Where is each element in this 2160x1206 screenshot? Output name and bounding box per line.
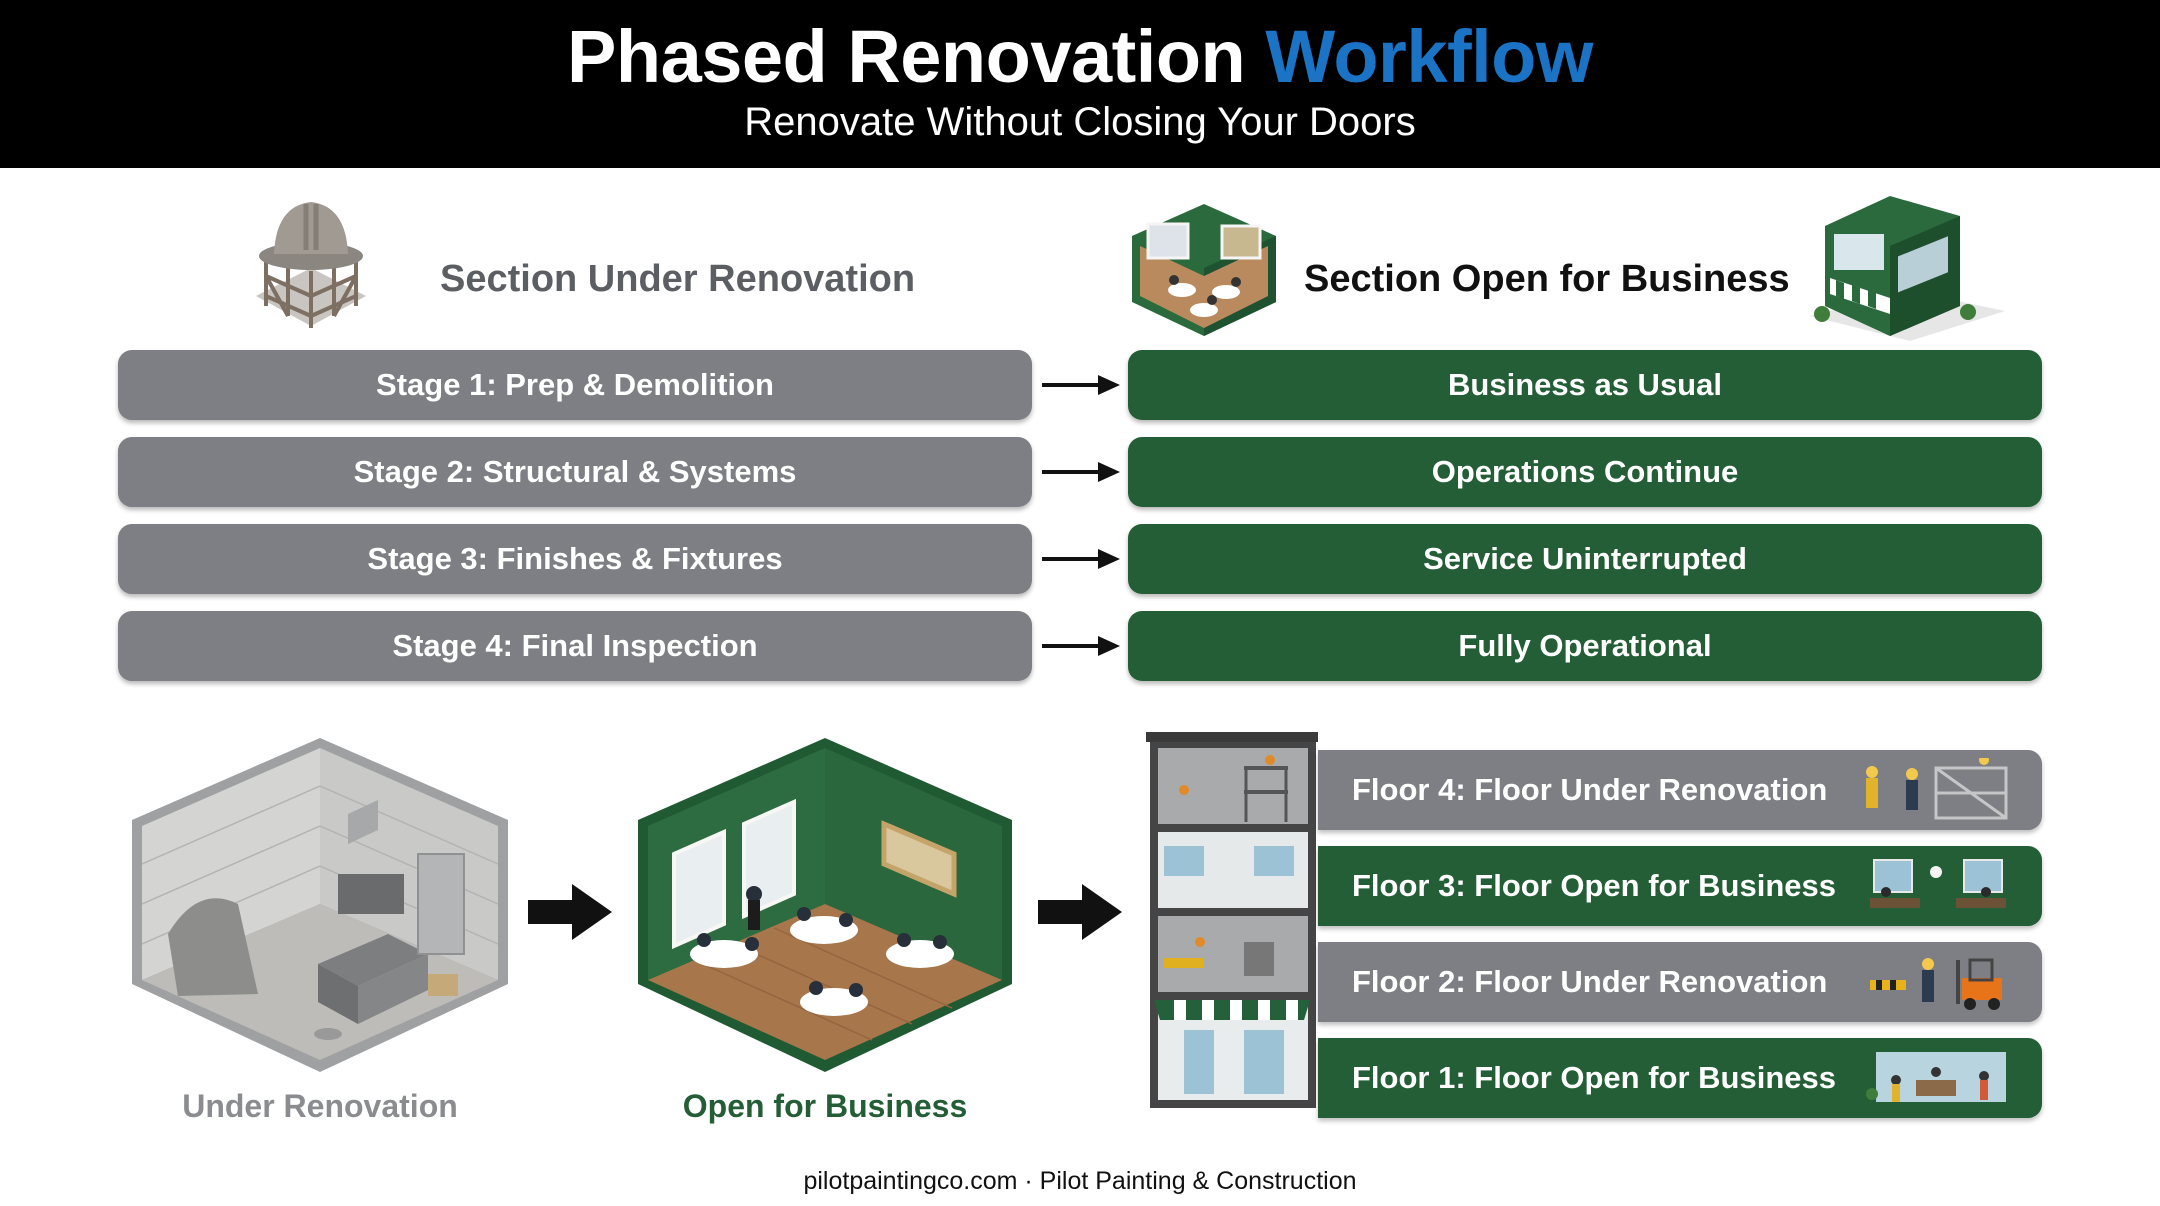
office-icon: [1870, 859, 2006, 908]
stage-4-open: Fully Operational: [1128, 611, 2042, 681]
renovation-caption: Under Renovation: [182, 1088, 458, 1124]
stage-1-renovation: Stage 1: Prep & Demolition: [118, 350, 1032, 420]
floor-2-label: Floor 2: Floor Under Renovation: [1352, 964, 1828, 999]
stage-4-renovation: Stage 4: Final Inspection: [118, 611, 1032, 681]
stage-1-open: Business as Usual: [1128, 350, 2042, 420]
floor-2-row: Floor 2: Floor Under Renovation: [1318, 942, 2042, 1022]
arrow-right-icon: [528, 884, 612, 940]
floor-4-row: Floor 4: Floor Under Renovation: [1318, 750, 2042, 830]
page-title: Phased Renovation Workflow: [0, 14, 2160, 99]
shop-icon: [1866, 1052, 2006, 1102]
floor-3-label: Floor 3: Floor Open for Business: [1352, 868, 1836, 903]
restaurant-room-icon: [1132, 204, 1276, 336]
open-caption: Open for Business: [682, 1088, 968, 1124]
stage-3-open: Service Uninterrupted: [1128, 524, 2042, 594]
forklift-icon: [1870, 958, 2002, 1010]
building-cross-section-illustration: [1146, 732, 1318, 1108]
header-banner: Phased Renovation Workflow Renovate With…: [0, 0, 2160, 168]
arrow-right-icon: [1042, 462, 1120, 482]
floor-4-label: Floor 4: Floor Under Renovation: [1352, 772, 1828, 807]
footer-credit: pilotpaintingco.com · Pilot Painting & C…: [803, 1167, 1357, 1195]
stage-2-renovation: Stage 2: Structural & Systems: [118, 437, 1032, 507]
floor-1-row: Floor 1: Floor Open for Business: [1318, 1038, 2042, 1118]
page-subtitle: Renovate Without Closing Your Doors: [744, 100, 1416, 144]
kitchen-under-renovation-illustration: [132, 738, 508, 1072]
arrow-right-icon: [1042, 636, 1120, 656]
floor-3-row: Floor 3: Floor Open for Business: [1318, 846, 2042, 926]
workers-scaffold-icon: [1866, 758, 2008, 820]
title-main: Phased Renovation: [567, 15, 1246, 98]
stage-2-open: Operations Continue: [1128, 437, 2042, 507]
open-column-heading: Section Open for Business: [1304, 258, 1790, 300]
stage-3-renovation: Stage 3: Finishes & Fixtures: [118, 524, 1032, 594]
arrow-right-icon: [1038, 884, 1122, 940]
renovation-column-heading: Section Under Renovation: [440, 258, 916, 300]
arrow-right-icon: [1042, 375, 1120, 395]
scaffold-hardhat-icon: [256, 202, 366, 328]
title-accent: Workflow: [1265, 15, 1593, 98]
storefront-icon: [1810, 196, 2005, 341]
floor-1-label: Floor 1: Floor Open for Business: [1352, 1060, 1836, 1095]
arrow-right-icon: [1042, 549, 1120, 569]
restaurant-open-illustration: [638, 738, 1012, 1072]
